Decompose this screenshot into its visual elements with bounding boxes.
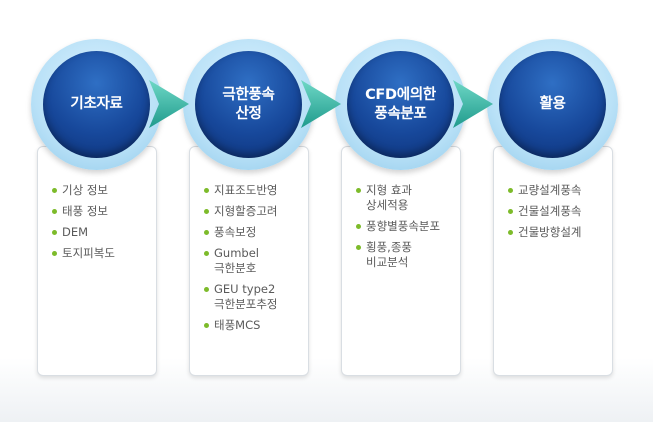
list-item: 지표조도반영 bbox=[204, 183, 308, 198]
bullet-icon bbox=[52, 188, 57, 193]
step-4-title: 활용 bbox=[539, 96, 566, 112]
arrow-right-icon bbox=[301, 80, 341, 128]
list-item: 기상 정보 bbox=[52, 183, 156, 198]
list-item: 교량설계풍속 bbox=[508, 183, 612, 198]
step-2-circle: 극한풍속 산정 bbox=[183, 39, 314, 170]
bullet-icon bbox=[204, 230, 209, 235]
step-1-card: 기상 정보 태풍 정보 DEM 토지피복도 bbox=[37, 146, 157, 376]
step-2-card: 지표조도반영 지형할증고려 풍속보정 Gumbel 극한분호 GEU type2… bbox=[189, 146, 309, 376]
step-4-badge: 활용 bbox=[499, 51, 606, 158]
bullet-icon bbox=[356, 188, 361, 193]
bullet-icon bbox=[508, 188, 513, 193]
list-item: 횡풍,종풍 비교분석 bbox=[356, 240, 460, 270]
bullet-icon bbox=[508, 230, 513, 235]
list-item: 지형 효과 상세적용 bbox=[356, 183, 460, 213]
step-3-card: 지형 효과 상세적용 풍향별풍속분포 횡풍,종풍 비교분석 bbox=[341, 146, 461, 376]
list-item: DEM bbox=[52, 225, 156, 240]
step-2-badge: 극한풍속 산정 bbox=[195, 51, 302, 158]
step-4-list: 교량설계풍속 건물설계풍속 건물방향설계 bbox=[494, 147, 612, 240]
step-2-list: 지표조도반영 지형할증고려 풍속보정 Gumbel 극한분호 GEU type2… bbox=[190, 147, 308, 333]
step-1-list: 기상 정보 태풍 정보 DEM 토지피복도 bbox=[38, 147, 156, 261]
arrow-right-icon bbox=[149, 80, 189, 128]
bullet-icon bbox=[52, 251, 57, 256]
list-item: 토지피복도 bbox=[52, 246, 156, 261]
bullet-icon bbox=[508, 209, 513, 214]
bullet-icon bbox=[52, 209, 57, 214]
step-3-title: CFD에의한 풍속분포 bbox=[365, 86, 436, 122]
step-1-circle: 기초자료 bbox=[31, 39, 162, 170]
step-4-card: 교량설계풍속 건물설계풍속 건물방향설계 bbox=[493, 146, 613, 376]
list-item: 태풍MCS bbox=[204, 318, 308, 333]
list-item: GEU type2 극한분포추정 bbox=[204, 282, 308, 312]
step-4-circle: 활용 bbox=[487, 39, 618, 170]
step-3-list: 지형 효과 상세적용 풍향별풍속분포 횡풍,종풍 비교분석 bbox=[342, 147, 460, 270]
bullet-icon bbox=[356, 245, 361, 250]
list-item: Gumbel 극한분호 bbox=[204, 246, 308, 276]
step-3-circle: CFD에의한 풍속분포 bbox=[335, 39, 466, 170]
bullet-icon bbox=[204, 251, 209, 256]
bullet-icon bbox=[204, 287, 209, 292]
step-1-title: 기초자료 bbox=[70, 96, 123, 112]
list-item: 태풍 정보 bbox=[52, 204, 156, 219]
list-item: 풍속보정 bbox=[204, 225, 308, 240]
bullet-icon bbox=[204, 188, 209, 193]
bullet-icon bbox=[52, 230, 57, 235]
list-item: 건물방향설계 bbox=[508, 225, 612, 240]
list-item: 건물설계풍속 bbox=[508, 204, 612, 219]
bullet-icon bbox=[356, 224, 361, 229]
step-2-title: 극한풍속 산정 bbox=[222, 86, 275, 122]
bullet-icon bbox=[204, 323, 209, 328]
step-3-badge: CFD에의한 풍속분포 bbox=[347, 51, 454, 158]
bullet-icon bbox=[204, 209, 209, 214]
list-item: 지형할증고려 bbox=[204, 204, 308, 219]
list-item: 풍향별풍속분포 bbox=[356, 219, 460, 234]
arrow-right-icon bbox=[453, 80, 493, 128]
step-1-badge: 기초자료 bbox=[43, 51, 150, 158]
